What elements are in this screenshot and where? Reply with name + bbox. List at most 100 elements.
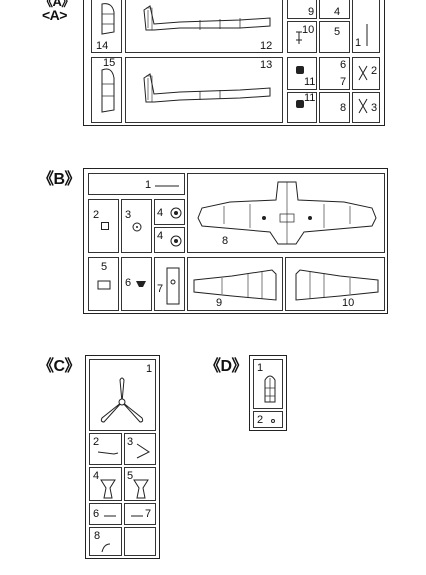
sprue-d-frame: 1 2	[249, 355, 287, 431]
part-cell-a12: 12	[125, 0, 283, 53]
part-number: 7	[145, 508, 152, 520]
part-cell-c5: 5	[124, 467, 156, 501]
part-cell-a4: 4	[319, 0, 350, 19]
small-part-icon	[296, 100, 304, 108]
part-number: 6	[125, 277, 132, 289]
part-number: 3	[371, 102, 378, 114]
rudder-part-icon	[101, 68, 115, 113]
part-number: 9	[308, 6, 315, 18]
part-cell-c2: 2	[89, 433, 122, 465]
small-part-icon	[136, 281, 146, 287]
part-cell-b9: 9	[187, 257, 283, 311]
sprue-a-title: 《A》	[40, 0, 74, 9]
part-number: 4	[93, 470, 100, 482]
part-number: 8	[222, 235, 229, 247]
sprue-a-title-alt: <A>	[42, 7, 67, 23]
small-part-icon	[358, 65, 368, 81]
fuselage-half-icon	[143, 5, 271, 31]
part-cell-b5: 5	[88, 257, 119, 311]
sprue-a-frame: 14 12 15 13 9 4	[83, 0, 385, 126]
part-number: 1	[355, 37, 362, 49]
part-number: 8	[340, 102, 347, 114]
part-number: 3	[125, 209, 132, 221]
part-number: 10	[302, 24, 315, 36]
part-cell-c6: 6	[89, 503, 122, 525]
rudder-part-icon	[101, 3, 115, 35]
part-cell-c1: 1	[89, 359, 156, 431]
part-number: 11	[304, 76, 316, 88]
small-part-icon	[296, 31, 302, 44]
part-cell-b3: 3	[121, 199, 152, 253]
part-cell-c8: 8	[89, 527, 122, 556]
part-number: 5	[101, 261, 108, 273]
part-number: 4	[157, 207, 164, 219]
part-cell-a6-7: 6 7	[319, 57, 350, 90]
part-cell-b6: 6	[121, 257, 152, 311]
part-number: 7	[157, 283, 164, 295]
part-cell-d2: 2	[253, 411, 283, 428]
part-cell-d1: 1	[253, 359, 283, 409]
part-cell-a11b: 11	[287, 92, 317, 123]
part-cell-c-empty	[124, 527, 156, 556]
part-number: 9	[216, 297, 223, 309]
part-number: 3	[127, 436, 134, 448]
part-number: 1	[145, 179, 152, 191]
part-number: 2	[93, 436, 100, 448]
small-part-icon	[366, 24, 368, 46]
small-part-icon	[358, 98, 368, 114]
small-part-icon	[101, 222, 109, 230]
part-number: 6	[340, 59, 347, 71]
small-part-icon	[170, 235, 182, 247]
sprue-b-frame: 1 2 3 4 4 8 5 6 7	[83, 168, 388, 314]
small-part-icon	[133, 479, 149, 499]
fuselage-half-icon	[143, 73, 271, 103]
small-part-icon	[271, 419, 275, 423]
part-number: 1	[146, 363, 153, 375]
sprue-d-title: 《D》	[205, 358, 248, 375]
small-part-icon	[97, 280, 111, 290]
part-number: 2	[257, 414, 264, 426]
propeller-icon	[100, 377, 144, 423]
part-number: 10	[342, 297, 355, 309]
small-part-icon	[104, 515, 116, 517]
small-part-icon	[97, 451, 119, 455]
part-number: 5	[334, 26, 341, 38]
part-cell-b4b: 4	[154, 227, 185, 253]
part-number: 4	[334, 6, 341, 18]
part-cell-b8: 8	[187, 173, 385, 253]
small-part-icon	[136, 443, 150, 459]
part-number: 6	[93, 508, 100, 520]
part-cell-a14: 14	[91, 0, 122, 53]
upper-wing-icon	[295, 269, 379, 301]
part-number: 1	[257, 362, 264, 374]
part-number: 12	[260, 40, 273, 52]
part-cell-a9: 9	[287, 0, 317, 19]
part-cell-a11a: 11	[287, 57, 317, 90]
part-cell-a2: 2	[352, 57, 380, 90]
part-number: 7	[340, 76, 347, 88]
part-number: 5	[127, 470, 134, 482]
part-cell-a13: 13	[125, 57, 283, 123]
part-cell-a8: 8	[319, 92, 350, 123]
part-cell-c3: 3	[124, 433, 156, 465]
small-part-icon	[132, 222, 142, 232]
part-cell-b1: 1	[88, 173, 185, 195]
small-part-icon	[166, 267, 180, 305]
part-cell-a15: 15	[91, 57, 122, 123]
small-part-icon	[296, 66, 304, 74]
small-part-icon	[100, 479, 116, 499]
part-cell-b2: 2	[88, 199, 119, 253]
part-cell-a3: 3	[352, 92, 380, 123]
small-part-icon	[155, 185, 179, 187]
part-number: 14	[96, 40, 109, 52]
small-part-icon	[170, 207, 182, 219]
part-cell-a10: 10	[287, 21, 317, 53]
part-number: 4	[157, 230, 164, 242]
sprue-c-title: 《C》	[38, 358, 81, 375]
part-cell-b7: 7	[154, 257, 185, 311]
part-cell-c7: 7	[124, 503, 156, 525]
part-number: 2	[93, 209, 100, 221]
part-number: 13	[260, 59, 273, 71]
small-part-icon	[101, 543, 111, 553]
part-number: 2	[371, 65, 378, 77]
